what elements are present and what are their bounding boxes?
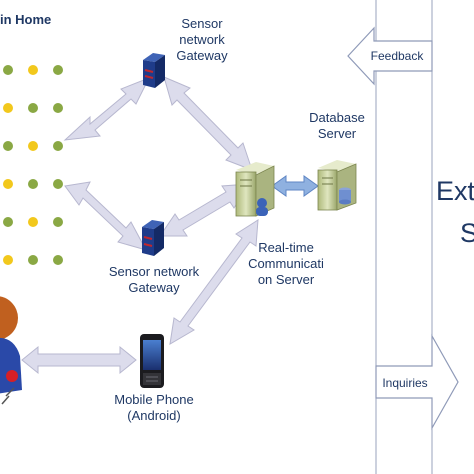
database-label-line: Server [317,126,357,141]
feedback-arrow [347,26,433,86]
external-label-line: Ext [436,176,474,206]
inquiries-label: Inquiries [382,376,428,390]
phone-label-line: (Android) [127,408,181,423]
feedback-label: Feedback [370,49,424,63]
bottom-gateway-label-line: Gateway [128,280,180,295]
external-label-line: S [460,218,474,248]
bottom-gateway-label-line: Sensor network [108,264,200,279]
sensors-to-bottom-gateway-arrow [64,181,147,251]
rtc-server-label-line: on Server [257,272,315,287]
user-to-phone-arrow [21,345,137,375]
sensor-dot [53,65,63,75]
rtc-server-label-line: Real-time [258,240,314,255]
sensor-dot [28,141,38,151]
sensor-dot [3,217,13,227]
sensor-dot [3,255,13,265]
top-gateway-router-icon [143,53,165,88]
top-gateway-label-line: Sensor [181,16,223,31]
user-avatar-icon [0,296,22,405]
top-gateway-to-rtc-arrow [163,76,253,171]
sensor-dot [53,255,63,265]
external-system-partial-label: Ext S [436,170,474,254]
sensor-dot [28,179,38,189]
sensor-dot [3,103,13,113]
phone-label-line: Mobile Phone [114,392,194,407]
phone-to-rtc-arrow [169,219,259,345]
database-server-icon [317,160,357,211]
sensor-dot [53,141,63,151]
sensor-dot [3,65,13,75]
top-gateway-label-line: network [179,32,225,47]
rtc-server-icon [235,162,275,217]
sensor-dot [3,179,13,189]
rtc-server-label-line: Communicati [248,256,324,271]
rtc-server-label: Real-time Communicati on Server [236,240,336,288]
sensors-to-top-gateway-arrow [63,77,151,141]
sensor-dot [53,179,63,189]
sensor-dot [28,217,38,227]
sensor-dot [28,255,38,265]
rtc-to-database-arrow [271,175,319,197]
sensor-dot [28,65,38,75]
bottom-gateway-router-icon [142,220,164,256]
database-label-line: Database [309,110,365,125]
bottom-gateway-label: Sensor network Gateway [98,264,210,296]
sensor-dot [53,217,63,227]
sensor-dot-grid [3,65,63,265]
sensor-dot [53,103,63,113]
phone-label: Mobile Phone (Android) [108,392,200,424]
sensor-dot [28,103,38,113]
mobile-phone-icon [140,334,164,388]
database-label: Database Server [300,110,374,142]
top-gateway-label: Sensor network Gateway [160,16,244,64]
sensor-dot [3,141,13,151]
sensors-area-label: in Home [0,12,52,27]
top-gateway-label-line: Gateway [176,48,228,63]
inquiries-arrow [375,333,459,431]
